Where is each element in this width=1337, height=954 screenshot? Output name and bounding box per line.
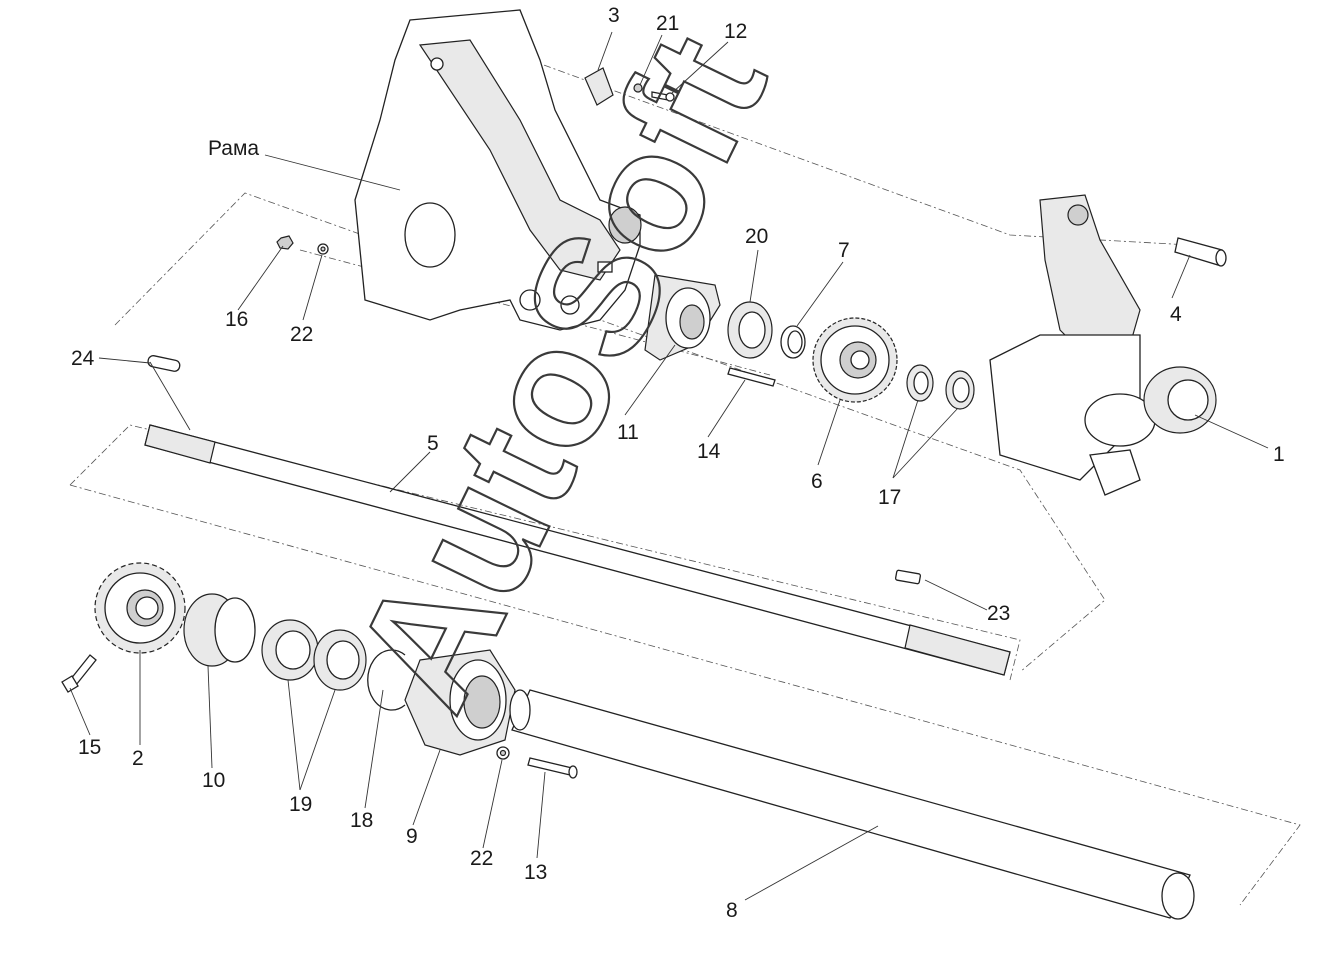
bearing-part-20: [727, 301, 773, 359]
bolt-part-12: [651, 91, 675, 102]
label-part-20: 20: [745, 225, 768, 248]
key-part-24: [147, 355, 181, 372]
plate-part-3: [584, 67, 614, 106]
label-part-16: 16: [225, 308, 248, 331]
ring-part-7: [780, 325, 806, 359]
label-part-22-upper: 22: [290, 323, 313, 346]
part-labels: Рама 3 21 12 4 1 16 22 24 20 7 11 14 6 1…: [71, 4, 1285, 922]
sprocket-part-2: [94, 562, 186, 654]
label-part-7: 7: [838, 239, 850, 262]
label-part-14: 14: [697, 440, 721, 463]
label-part-23: 23: [987, 602, 1010, 625]
bolt-part-15: [61, 654, 97, 693]
frame-label: Рама: [208, 137, 259, 160]
label-part-21: 21: [656, 12, 679, 35]
key-part-23: [894, 569, 922, 585]
pin-part-4: [1174, 237, 1227, 267]
washer-part-21: [633, 83, 643, 93]
label-part-18: 18: [350, 809, 373, 832]
housing-part-9: [404, 649, 516, 756]
label-part-10: 10: [202, 769, 225, 792]
washer-part-22-upper: [317, 243, 329, 255]
flange-part-11: [644, 274, 721, 361]
sleeve-part-10: [183, 593, 256, 667]
bolt-part-13: [527, 757, 578, 779]
frame-body: [354, 9, 642, 331]
pin-part-14: [727, 367, 776, 387]
label-part-15: 15: [78, 736, 101, 759]
shaft-part-5: [144, 424, 1011, 676]
label-part-4: 4: [1170, 303, 1182, 326]
bushings-part-17: [906, 364, 975, 410]
tube-part-8: [509, 689, 1195, 920]
bearings-part-19: [261, 619, 367, 691]
label-part-2: 2: [132, 747, 144, 770]
label-part-3: 3: [608, 4, 620, 27]
leader-lines: [69, 31, 1269, 901]
label-part-11: 11: [617, 421, 639, 444]
label-part-12: 12: [724, 20, 747, 43]
label-part-13: 13: [524, 861, 547, 884]
label-part-1: 1: [1273, 443, 1285, 466]
circlip-part-18: [367, 649, 406, 711]
label-part-9: 9: [406, 825, 418, 848]
label-part-6: 6: [811, 470, 823, 493]
label-part-24: 24: [71, 347, 95, 370]
washer-part-22-lower: [496, 746, 510, 760]
label-part-8: 8: [726, 899, 738, 922]
label-part-22-lower: 22: [470, 847, 493, 870]
drive-unit-part-1: [989, 194, 1217, 496]
label-part-17: 17: [878, 486, 901, 509]
label-part-5: 5: [427, 432, 439, 455]
nut-part-16: [276, 235, 294, 250]
label-part-19: 19: [289, 793, 312, 816]
gear-part-6: [812, 317, 898, 403]
